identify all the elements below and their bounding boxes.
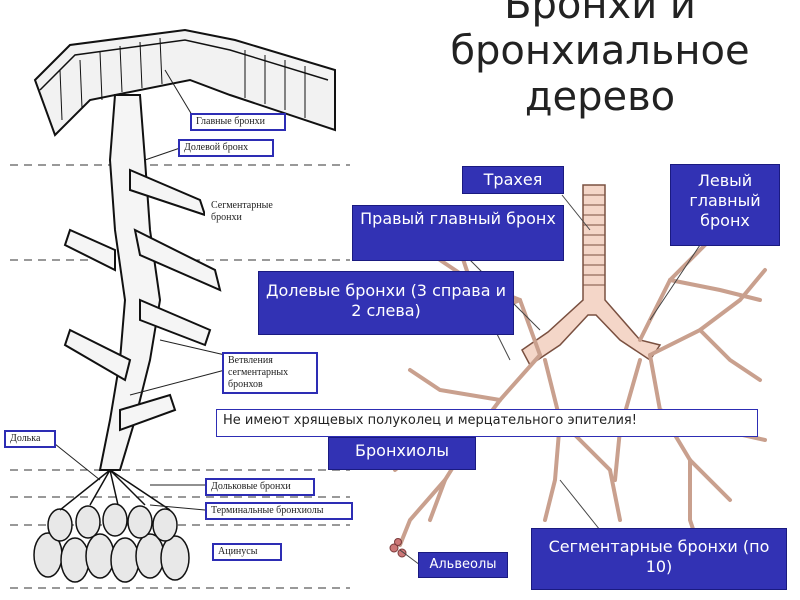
trachea-and-bronchi bbox=[521, 184, 662, 367]
acini-drawing bbox=[33, 469, 190, 583]
left-main-bronchus-label: Левый главный бронх bbox=[670, 164, 780, 246]
segmental-trunk-drawing bbox=[63, 94, 222, 471]
segmental-bronchi-label: Сегментарные бронхи bbox=[205, 197, 307, 227]
segmental-branches-label: Ветвления сегментарных бронхов bbox=[222, 352, 318, 394]
lobar-bronchus-label: Долевой бронх bbox=[178, 139, 274, 157]
lobular-bronchi-label: Дольковые бронхи bbox=[205, 478, 315, 496]
trachea-label: Трахея bbox=[462, 166, 564, 194]
acini-label: Ацинусы bbox=[212, 543, 282, 561]
alveoli-dots bbox=[389, 538, 407, 558]
segmental-bronchi-label-right: Сегментарные бронхи (по 10) bbox=[531, 528, 787, 590]
page-title: Бронхи и бронхиальное дерево bbox=[450, 0, 750, 120]
lobule-label: Долька bbox=[4, 430, 56, 448]
note-label: Не имеют хрящевых полуколец и мерцательн… bbox=[216, 409, 758, 437]
terminal-bronchioles-label: Терминальные бронхиолы bbox=[205, 502, 353, 520]
main-bronchi-label: Главные бронхи bbox=[190, 113, 286, 131]
lobar-bronchi-label: Долевые бронхи (3 справа и 2 слева) bbox=[258, 271, 514, 335]
main-bronchi-drawing bbox=[33, 28, 336, 137]
left-leader-lines bbox=[49, 69, 226, 511]
right-main-bronchus-label: Правый главный бронх bbox=[352, 205, 564, 261]
bronchioles-label: Бронхиолы bbox=[328, 437, 476, 470]
alveoli-label: Альвеолы bbox=[418, 552, 508, 578]
